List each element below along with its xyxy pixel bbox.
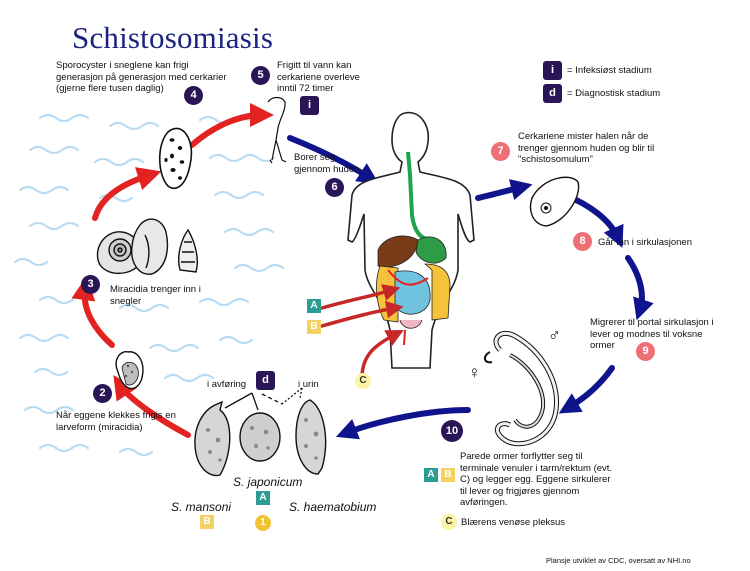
- stage-5-badge: 5: [251, 66, 270, 85]
- stage-8-badge: 8: [573, 232, 592, 251]
- cercaria: [267, 96, 287, 164]
- snails: [96, 218, 198, 275]
- sporocyst: [158, 127, 193, 189]
- adult-worms: [484, 330, 559, 447]
- japonicum-label: S. japonicum: [233, 475, 303, 489]
- credit-text: Plansje utviklet av CDC, oversatt av NHI…: [546, 556, 691, 565]
- stage-6-text: Borer seg gjennom huden: [294, 152, 360, 175]
- stage-2-badge: 2: [93, 384, 112, 403]
- stage-6-badge: 6: [325, 178, 344, 197]
- stage-7-text: Cerkariene mister halen når de trenger g…: [518, 131, 655, 165]
- stage-5-infective-icon: i: [300, 96, 319, 115]
- mansoni-site-badge: B: [200, 515, 214, 529]
- stage-4-text: Sporocyster i sneglene kan frigi generas…: [56, 60, 227, 94]
- stage-3-badge: 3: [81, 275, 100, 294]
- venous-plexus-label: Blærens venøse pleksus: [461, 517, 566, 528]
- male-symbol: ♂: [548, 326, 561, 345]
- page-title: Schistosomiasis: [72, 20, 274, 55]
- stage-9-text: Migrerer til portal sirkulasjon i lever …: [590, 317, 714, 351]
- stage-10-text: Parede ormer forflytter seg til terminal…: [460, 451, 613, 508]
- eggs: [194, 399, 327, 477]
- infective-stage-icon: i: [543, 61, 562, 80]
- stage-9-badge: 9: [636, 342, 655, 361]
- site-b-badge: B: [441, 468, 455, 482]
- diagnostic-eggs-icon: d: [256, 371, 275, 390]
- feces-label: i avføring: [207, 379, 247, 390]
- female-symbol: ♀: [468, 363, 481, 382]
- site-a-marker: A: [307, 299, 321, 313]
- stage-5-text: Frigitt til vann kan cerkariene overleve…: [277, 60, 360, 94]
- japonicum-site-badge: A: [256, 491, 270, 505]
- egg-connectors: [224, 387, 303, 411]
- stage-7-badge: 7: [491, 142, 510, 161]
- schistosomulum: [529, 176, 580, 227]
- stage-8-text: Går inn i sirkulasjonen: [598, 237, 692, 248]
- mansoni-label: S. mansoni: [171, 500, 232, 514]
- urine-label: i urin: [298, 379, 319, 390]
- site-arrows: [320, 284, 404, 380]
- haematobium-label: S. haematobium: [289, 500, 377, 514]
- site-c-legend-badge: C: [441, 514, 457, 530]
- digestive-organs: [376, 151, 451, 346]
- stage-10-badge: 10: [441, 420, 463, 442]
- stage-3-text: Miracidia trenger inn i snegler: [110, 284, 201, 307]
- stage-4-badge: 4: [184, 86, 203, 105]
- legend-diagnostic-label: = Diagnostisk stadium: [567, 88, 661, 99]
- red-arrows: [71, 103, 274, 438]
- site-c-marker: C: [355, 373, 371, 389]
- miracidium: [115, 351, 144, 390]
- stage-2-text: Når eggene klekkes frigis en larveform (…: [56, 410, 176, 433]
- stage-1-badge: 1: [255, 515, 271, 531]
- site-a-badge: A: [424, 468, 438, 482]
- diagnostic-stage-icon: d: [543, 84, 562, 103]
- site-b-marker: B: [307, 320, 321, 334]
- legend-infective-label: = Infeksiøst stadium: [567, 65, 652, 76]
